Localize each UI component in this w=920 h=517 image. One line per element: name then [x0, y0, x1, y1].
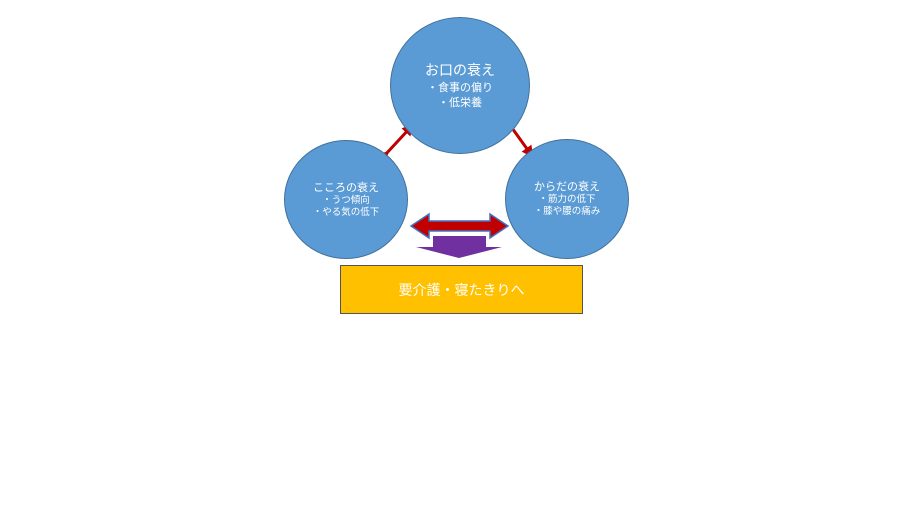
mouth-decline-circle: お口の衰え ・食事の偏り ・低栄養: [390, 17, 530, 154]
body-decline-circle: からだの衰え ・筋力の低下 ・膝や腰の痛み: [505, 139, 629, 259]
arrow-mouth-mind: [376, 123, 415, 164]
body-item: ・膝や腰の痛み: [533, 206, 601, 217]
result-label: 要介護・寝たきりへ: [398, 282, 525, 299]
arrow-mind-body: [409, 212, 510, 240]
mind-decline-circle: こころの衰え ・うつ傾向 ・やる気の低下: [284, 140, 408, 259]
mind-item: ・やる気の低下: [312, 206, 380, 218]
mouth-title: お口の衰え: [425, 62, 495, 79]
mind-item: ・うつ傾向: [322, 194, 370, 206]
mind-title: こころの衰え: [313, 180, 379, 194]
body-item: ・筋力の低下: [538, 194, 596, 205]
down-arrow: [416, 236, 502, 258]
mouth-item: ・食事の偏り: [427, 80, 493, 94]
result-box: 要介護・寝たきりへ: [340, 265, 583, 314]
mouth-item: ・低栄養: [438, 95, 482, 109]
body-title: からだの衰え: [534, 180, 600, 193]
